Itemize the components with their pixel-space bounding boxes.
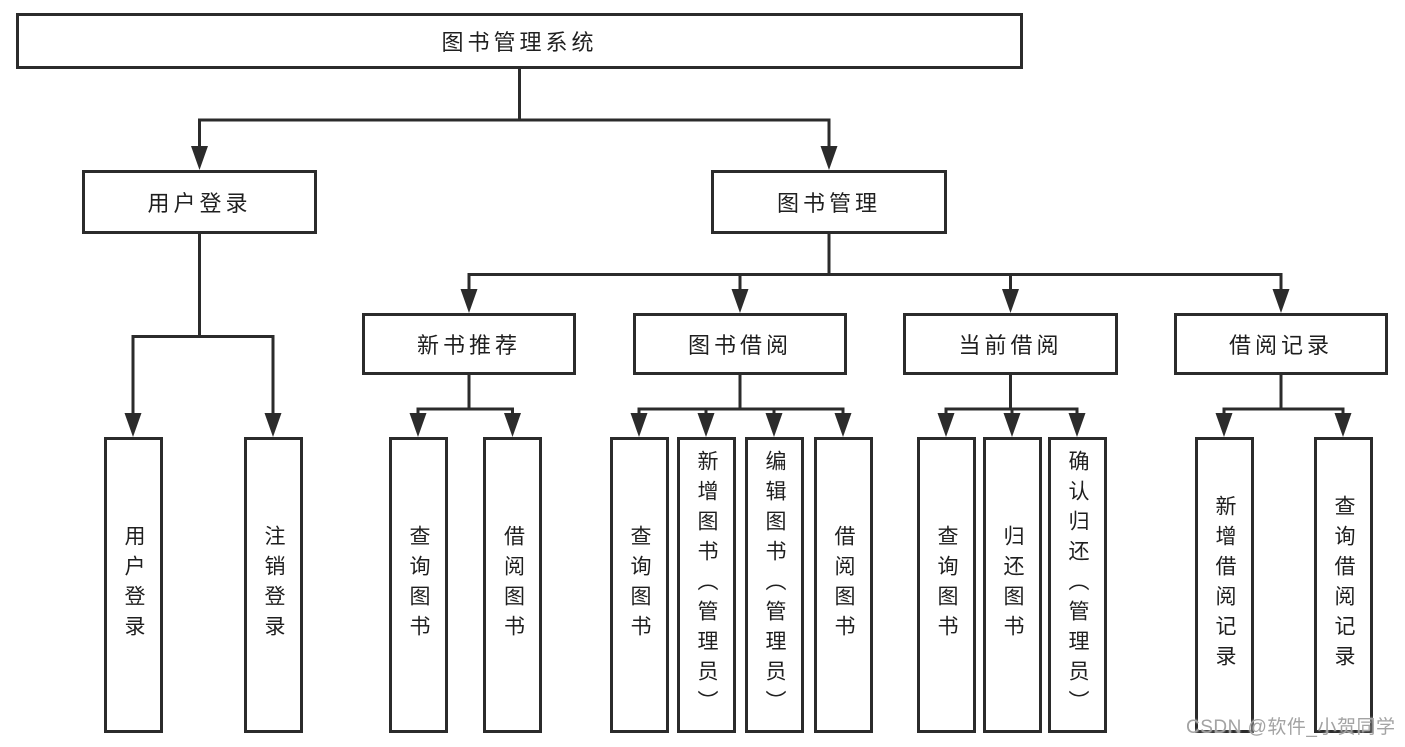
- arrow-down-icon: [460, 289, 478, 313]
- arrow-down-icon: [937, 413, 955, 437]
- node-library-management-system: 图书管理系统: [16, 13, 1023, 69]
- node-borrowing-records: 借阅记录: [1174, 313, 1388, 375]
- arrow-down-icon: [191, 146, 208, 170]
- arrow-down-icon: [264, 413, 282, 437]
- leaf-borrow-books-borrowing: 借阅图书: [813, 437, 873, 733]
- arrow-down-icon: [697, 413, 715, 437]
- arrow-down-icon: [1068, 413, 1086, 437]
- leaf-user-login: 用户登录: [103, 437, 163, 733]
- arrow-down-icon: [731, 289, 749, 313]
- node-user-login: 用户登录: [82, 170, 317, 234]
- arrow-down-icon: [820, 146, 838, 170]
- watermark: CSDN @软件_小贺同学: [1186, 717, 1396, 738]
- leaf-add-borrow-record: 新增借阅记录: [1194, 437, 1254, 733]
- arrow-down-icon: [409, 413, 427, 437]
- leaf-borrow-books-recommend: 借阅图书: [483, 437, 542, 733]
- leaf-logout: 注销登录: [243, 437, 303, 733]
- arrow-down-icon: [1215, 413, 1233, 437]
- connector-lines: [131, 69, 1345, 414]
- node-book-management: 图书管理: [711, 170, 947, 234]
- arrow-down-icon: [1003, 413, 1021, 437]
- leaf-search-borrow-record: 查询借阅记录: [1313, 437, 1373, 733]
- leaf-search-books-recommend: 查询图书: [388, 437, 448, 733]
- arrow-down-icon: [1272, 289, 1290, 313]
- leaf-search-books-current: 查询图书: [916, 437, 976, 733]
- node-current-borrowing: 当前借阅: [903, 313, 1118, 375]
- arrow-down-icon: [630, 413, 648, 437]
- arrow-down-icon: [1334, 413, 1352, 437]
- leaf-return-book: 归还图书: [982, 437, 1042, 733]
- arrow-down-icon: [504, 413, 521, 437]
- arrow-down-icon: [834, 413, 852, 437]
- arrow-down-icon: [765, 413, 783, 437]
- leaf-confirm-return-admin: 确认归还（管理员）: [1047, 437, 1107, 733]
- node-new-book-recommendation: 新书推荐: [362, 313, 576, 375]
- arrow-down-icon: [124, 413, 142, 437]
- node-book-borrowing: 图书借阅: [633, 313, 847, 375]
- arrowheads: [124, 146, 1352, 437]
- leaf-search-books-borrowing: 查询图书: [609, 437, 669, 733]
- arrow-down-icon: [1002, 289, 1019, 313]
- leaf-add-book-admin: 新增图书（管理员）: [676, 437, 736, 733]
- leaf-edit-book-admin: 编辑图书（管理员）: [744, 437, 804, 733]
